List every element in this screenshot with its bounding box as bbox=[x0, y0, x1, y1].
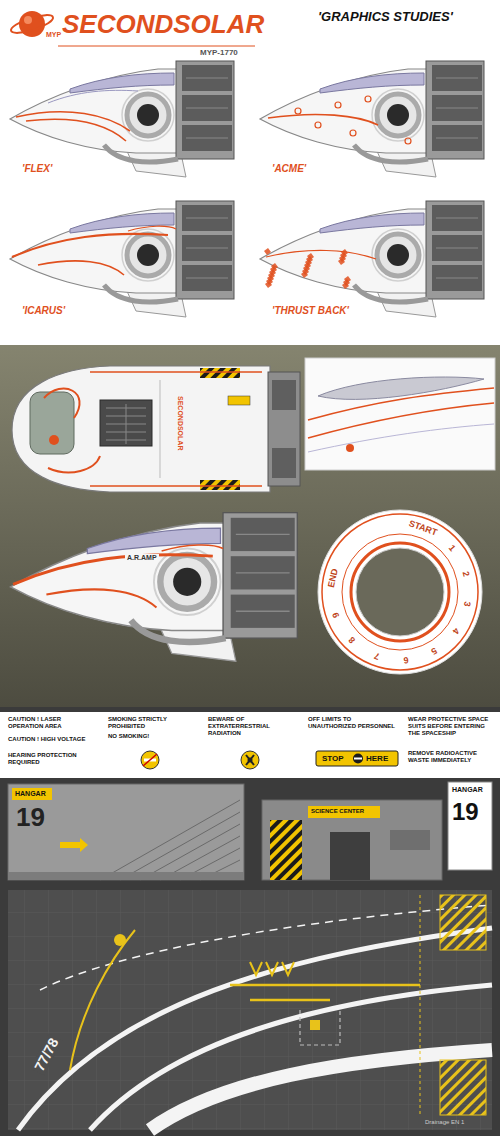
hangar-number: 19 bbox=[16, 803, 45, 833]
hull-lettering: SECONDSOLAR bbox=[176, 396, 184, 450]
ship-side-view bbox=[260, 201, 484, 317]
model-number: MYP-1770 bbox=[200, 48, 238, 57]
warning-text: CAUTION ! LASER OPERATION AREA bbox=[8, 716, 96, 730]
ship-side-view bbox=[10, 61, 234, 177]
warning-text: WEAR PROTECTIVE SPACE SUITS BEFORE ENTER… bbox=[408, 716, 496, 737]
warning-text: SMOKING STRICTLY PROHIBITED bbox=[108, 716, 196, 730]
sheet-title: 'GRAPHICS STUDIES' bbox=[318, 10, 453, 25]
ship-side-view bbox=[260, 61, 484, 177]
sign-text: STOP bbox=[322, 754, 344, 763]
hangar-number: 19 bbox=[452, 798, 479, 826]
logo-text: SECONDSOLAR bbox=[62, 10, 264, 40]
drawing-note: Drainage EN 1 bbox=[425, 1119, 464, 1126]
warning-text: OFF LIMITS TO UNAUTHORIZED PERSONNEL bbox=[308, 716, 396, 730]
hangar-elevation-left bbox=[8, 784, 244, 880]
ship-side-view bbox=[10, 201, 234, 317]
variant-caption: 'THRUST BACK' bbox=[272, 305, 349, 317]
sign-band bbox=[0, 712, 500, 778]
logo-prefix: MYP bbox=[46, 31, 61, 39]
detail-panel bbox=[305, 358, 495, 470]
ring-number: 6 bbox=[403, 654, 409, 665]
hangar-floor-plan bbox=[8, 890, 492, 1130]
ring-decal bbox=[318, 510, 482, 674]
hangar-elevation-right bbox=[262, 782, 492, 880]
variant-caption: 'FLEX' bbox=[22, 163, 52, 175]
warning-text: REMOVE RADIOACTIVE WASTE IMMEDIATELY bbox=[408, 750, 496, 764]
variant-caption: 'ACME' bbox=[272, 163, 306, 175]
variant-caption: 'ICARUS' bbox=[22, 305, 65, 317]
building-sign: SCIENCE CENTER bbox=[311, 808, 364, 815]
ship-top-view bbox=[12, 366, 300, 492]
hangar-sign: HANGAR bbox=[452, 786, 483, 794]
warning-text: NO SMOKING! bbox=[108, 733, 196, 740]
warning-text: HEARING PROTECTION REQUIRED bbox=[8, 752, 96, 766]
hangar-sign: HANGAR bbox=[15, 790, 46, 798]
warning-text: CAUTION ! HIGH VOLTAGE bbox=[8, 736, 96, 743]
ship-side-view bbox=[11, 513, 298, 661]
warning-text: BEWARE OF EXTRATERRESTRIAL RADIATION bbox=[208, 716, 296, 737]
sign-text: HERE bbox=[366, 754, 388, 763]
hull-lettering: A.R.AMP bbox=[125, 554, 159, 562]
sign-icons bbox=[141, 751, 398, 769]
